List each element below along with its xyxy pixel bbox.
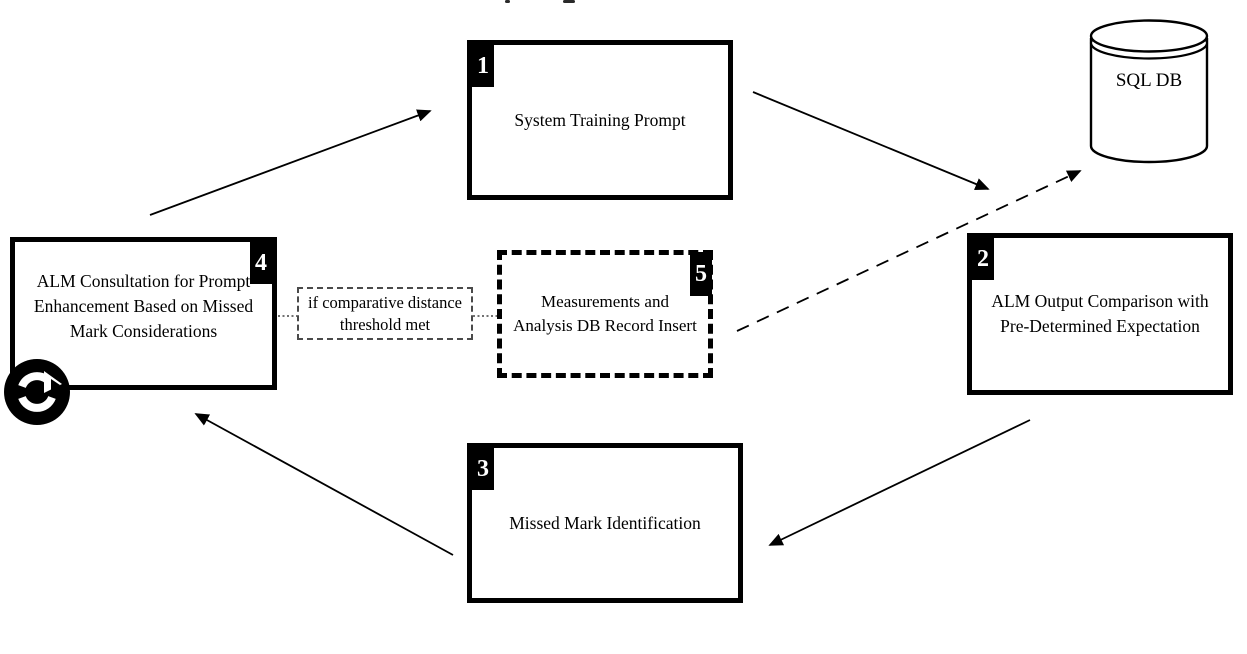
node3-label: Missed Mark Identification — [509, 512, 701, 533]
node-measurements-db-record-insert: 5 Measurements and Analysis DB Record In… — [497, 250, 713, 378]
node5-number-badge: 5 — [690, 252, 712, 296]
arrow-node4-to-node1 — [149, 109, 432, 216]
node4-label: ALM Consultation for Prompt Enhancement … — [33, 271, 254, 341]
node-system-training-prompt: 1 System Training Prompt — [467, 40, 733, 200]
cropped-title-descenders — [505, 0, 575, 3]
condition-threshold-label-box: if comparative distance threshold met — [297, 287, 473, 340]
node5-label: Measurements and Analysis DB Record Inse… — [513, 291, 697, 335]
node-alm-output-comparison: 2 ALM Output Comparison with Pre-Determi… — [967, 233, 1233, 395]
node2-number-badge: 2 — [972, 238, 994, 280]
node4-number-badge: 4 — [250, 242, 272, 284]
arrow-node1-to-node2 — [752, 91, 990, 191]
node3-number-badge: 3 — [472, 448, 494, 490]
database-cylinder-icon — [1089, 19, 1209, 164]
node2-label: ALM Output Comparison with Pre-Determine… — [991, 291, 1209, 336]
node-alm-consultation: 4 ALM Consultation for Prompt Enhancemen… — [10, 237, 277, 390]
arrow-node2-to-node3 — [768, 419, 1031, 546]
node1-label: System Training Prompt — [514, 109, 686, 130]
condition-threshold-label: if comparative distance threshold met — [308, 293, 462, 334]
arrow-node3-to-node4 — [194, 413, 454, 556]
refresh-icon — [4, 359, 70, 425]
node-missed-mark-identification: 3 Missed Mark Identification — [467, 443, 743, 603]
database-label: SQL DB — [1115, 70, 1183, 91]
node1-number-badge: 1 — [472, 45, 494, 87]
